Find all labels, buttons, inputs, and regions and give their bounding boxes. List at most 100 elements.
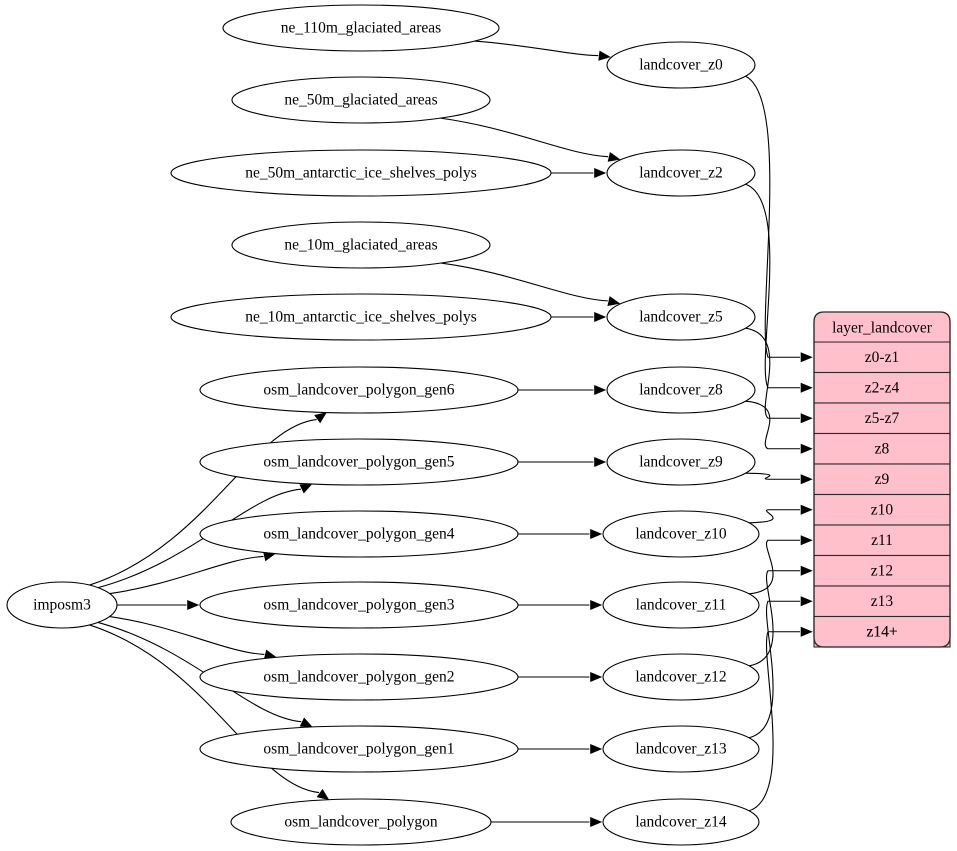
- edge-arrowhead: [598, 50, 611, 61]
- graph-node-osm_landcover_polygon_gen2[interactable]: osm_landcover_polygon_gen2: [199, 653, 519, 701]
- table-row-label: z2-z4: [865, 379, 900, 396]
- node-ellipse: [231, 221, 491, 269]
- node-label: landcover_z11: [636, 597, 727, 614]
- graph-node-ne_50m_antarctic_ice_shelves_polys[interactable]: ne_50m_antarctic_ice_shelves_polys: [170, 149, 552, 197]
- node-label: landcover_z12: [635, 669, 726, 686]
- table-row-label: z0-z1: [865, 349, 899, 366]
- graph-node-landcover_z13[interactable]: landcover_z13: [602, 725, 760, 773]
- edge-arrowhead: [594, 311, 607, 323]
- nodes-layer: ne_110m_glaciated_areas ne_50m_glaciated_…: [6, 4, 760, 846]
- graph-node-landcover_z9[interactable]: landcover_z9: [606, 438, 756, 486]
- graph-node-landcover_z11[interactable]: landcover_z11: [602, 581, 760, 629]
- graph-node-landcover_z5[interactable]: landcover_z5: [606, 293, 756, 341]
- node-ellipse: [606, 149, 756, 197]
- node-label: landcover_z9: [639, 454, 723, 471]
- table-header-label: layer_landcover: [832, 320, 933, 337]
- graph-node-ne_10m_antarctic_ice_shelves_polys[interactable]: ne_10m_antarctic_ice_shelves_polys: [170, 293, 552, 341]
- graph-node-ne_10m_glaciated_areas[interactable]: ne_10m_glaciated_areas: [231, 221, 491, 269]
- edge-arrowhead: [800, 352, 813, 363]
- node-ellipse: [170, 149, 552, 197]
- node-ellipse: [602, 581, 760, 629]
- edge-arrowhead: [594, 456, 607, 468]
- node-ellipse: [199, 653, 519, 701]
- node-label: ne_50m_antarctic_ice_shelves_polys: [245, 165, 477, 182]
- node-ellipse: [606, 293, 756, 341]
- graph-node-osm_landcover_polygon_gen3[interactable]: osm_landcover_polygon_gen3: [199, 581, 519, 629]
- table-row[interactable]: z14+: [813, 615, 951, 648]
- graph-node-osm_landcover_polygon_gen4[interactable]: osm_landcover_polygon_gen4: [199, 510, 519, 558]
- graph-node-landcover_z10[interactable]: landcover_z10: [602, 510, 760, 558]
- graph-node-landcover_z12[interactable]: landcover_z12: [602, 653, 760, 701]
- graph-edge-landcover_z11-to-layer_landcover.z11: [749, 539, 800, 595]
- edge-arrowhead: [800, 596, 813, 607]
- node-label: osm_landcover_polygon_gen5: [263, 454, 454, 471]
- edge-arrowhead: [594, 167, 607, 179]
- node-ellipse: [602, 798, 760, 846]
- graph-edge-landcover_z9-to-layer_landcover.z9: [745, 472, 800, 480]
- table-header[interactable]: layer_landcover: [813, 311, 951, 343]
- node-ellipse: [602, 510, 760, 558]
- graph-edge-imposm3-to-osm_landcover_polygon_gen6: [89, 419, 317, 586]
- node-ellipse: [199, 725, 519, 773]
- node-label: osm_landcover_polygon_gen6: [263, 382, 454, 399]
- table-row[interactable]: z13: [813, 585, 951, 618]
- table-row[interactable]: z10: [813, 493, 951, 526]
- table-row-label: z11: [871, 532, 893, 549]
- table-row[interactable]: z12: [813, 554, 951, 587]
- edge-arrowhead: [590, 743, 603, 755]
- node-label: osm_landcover_polygon_gen3: [263, 597, 454, 614]
- graph-node-ne_110m_glaciated_areas[interactable]: ne_110m_glaciated_areas: [222, 4, 500, 52]
- edge-arrowhead: [314, 412, 327, 424]
- node-ellipse: [199, 510, 519, 558]
- table-row-label: z5-z7: [865, 410, 900, 427]
- node-label: osm_landcover_polygon_gen1: [263, 741, 454, 758]
- graph-node-landcover_z8[interactable]: landcover_z8: [606, 366, 756, 414]
- graph-edge-landcover_z14-to-layer_landcover.z14+: [748, 631, 800, 812]
- node-ellipse: [606, 366, 756, 414]
- node-ellipse: [199, 581, 519, 629]
- node-label: ne_10m_antarctic_ice_shelves_polys: [245, 309, 477, 326]
- graph-node-osm_landcover_polygon[interactable]: osm_landcover_polygon: [230, 798, 492, 846]
- graph-node-osm_landcover_polygon_gen1[interactable]: osm_landcover_polygon_gen1: [199, 725, 519, 773]
- graph-edge-imposm3-to-osm_landcover_polygon_gen4: [109, 555, 264, 595]
- table-row[interactable]: z8: [813, 432, 951, 465]
- graph-node-osm_landcover_polygon_gen5[interactable]: osm_landcover_polygon_gen5: [199, 438, 519, 486]
- node-label: landcover_z2: [639, 165, 723, 182]
- edge-arrowhead: [590, 816, 603, 828]
- table-row[interactable]: z11: [813, 524, 951, 557]
- table-row[interactable]: z9: [813, 463, 951, 496]
- edge-arrowhead: [590, 528, 603, 540]
- edge-arrowhead: [299, 717, 313, 728]
- node-ellipse: [602, 653, 760, 701]
- graph-node-landcover_z14[interactable]: landcover_z14: [602, 798, 760, 846]
- table-row[interactable]: z0-z1: [813, 341, 951, 374]
- node-label: ne_50m_glaciated_areas: [284, 92, 437, 109]
- table-row[interactable]: z5-z7: [813, 402, 951, 435]
- graph-edge-landcover_z10-to-layer_landcover.z10: [749, 509, 800, 524]
- graph-node-landcover_z2[interactable]: landcover_z2: [606, 149, 756, 197]
- edges-layer: [89, 40, 813, 828]
- edge-arrowhead: [299, 483, 313, 494]
- node-label: landcover_z0: [639, 57, 723, 74]
- graph-node-ne_50m_glaciated_areas[interactable]: ne_50m_glaciated_areas: [231, 76, 491, 124]
- node-ellipse: [602, 725, 760, 773]
- edge-arrowhead: [800, 535, 813, 546]
- edge-arrowhead: [590, 599, 603, 611]
- table-row[interactable]: z2-z4: [813, 371, 951, 404]
- edge-arrowhead: [800, 413, 813, 424]
- graph-edge-ne_50m_glaciated_areas-to-landcover_z2: [440, 117, 609, 158]
- graph-node-landcover_z0[interactable]: landcover_z0: [606, 41, 756, 89]
- graph-node-osm_landcover_polygon_gen6[interactable]: osm_landcover_polygon_gen6: [199, 366, 519, 414]
- edge-arrowhead: [800, 626, 813, 637]
- edge-arrowhead: [607, 151, 621, 162]
- table-row-label: z10: [871, 501, 894, 518]
- edge-arrowhead: [800, 474, 813, 485]
- node-ellipse: [170, 293, 552, 341]
- edge-arrowhead: [590, 671, 603, 683]
- graph-node-imposm3[interactable]: imposm3: [6, 581, 118, 629]
- table-outline: [813, 311, 951, 648]
- graph-edge-landcover_z2-to-layer_landcover.z2-z4: [745, 183, 800, 389]
- node-ellipse: [199, 366, 519, 414]
